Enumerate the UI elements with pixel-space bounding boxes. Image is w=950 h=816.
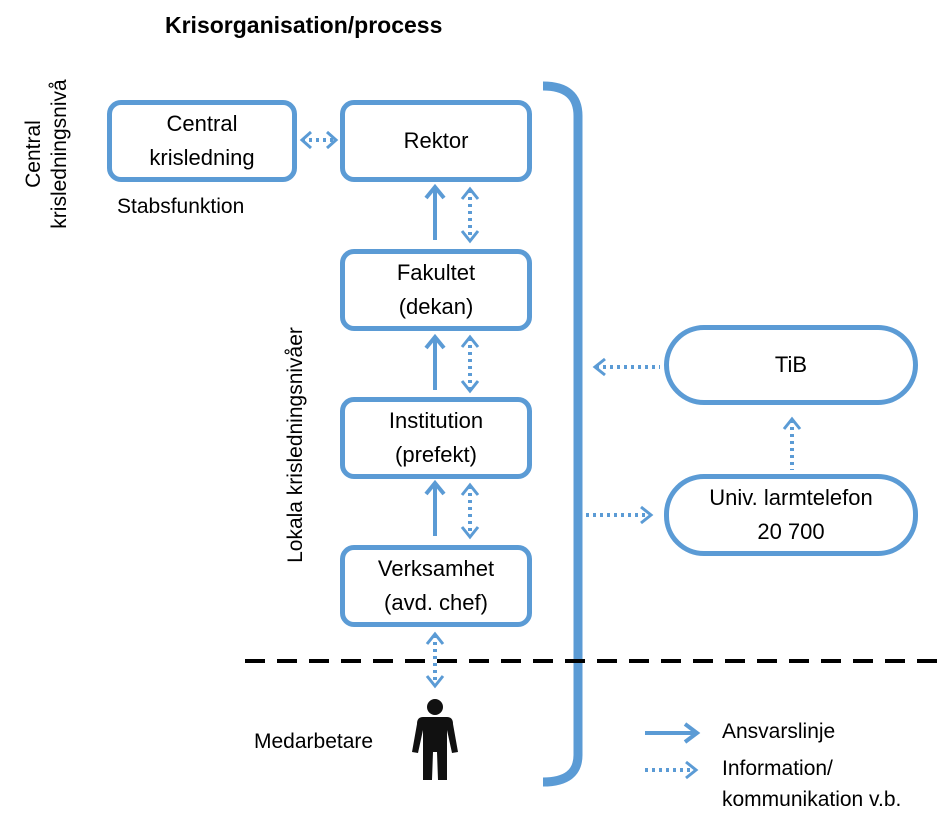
rektor-box: Rektor	[340, 100, 532, 182]
larm-info-arrow	[586, 505, 654, 525]
larmtelefon-line1: Univ. larmtelefon	[709, 485, 873, 510]
verksamhet-box: Verksamhet (avd. chef)	[340, 545, 532, 627]
institution-line2: (prefekt)	[395, 442, 477, 467]
local-level-label: Lokala krisledningsnivåer	[284, 327, 307, 563]
responsibility-arrows	[424, 183, 446, 536]
fakultet-box: Fakultet (dekan)	[340, 249, 532, 331]
central-level-line2: krisledningsnivå	[48, 79, 71, 229]
fakultet-line1: Fakultet	[396, 260, 476, 285]
verksamhet-line2: (avd. chef)	[384, 590, 488, 615]
central-rektor-info-arrow	[299, 130, 339, 150]
central-crisis-line1: Central	[166, 111, 238, 136]
stabsfunktion-label: Stabsfunktion	[117, 195, 245, 218]
legend-solid-label: Ansvarslinje	[722, 720, 836, 743]
tib-label: TiB	[774, 352, 808, 377]
larmtelefon-line2: 20 700	[757, 519, 825, 544]
legend-solid-arrow	[645, 722, 701, 744]
central-crisis-line2: krisledning	[149, 145, 255, 170]
information-arrows	[425, 186, 480, 689]
institution-box: Institution (prefekt)	[340, 397, 532, 479]
central-level-label: Central krisledningsnivå	[21, 54, 73, 254]
legend-dotted-label-line2: kommunikation v.b.	[722, 788, 902, 811]
scope-bracket	[542, 81, 583, 787]
legend-dotted-label-line1: Information/	[722, 757, 833, 780]
larmtelefon-box: Univ. larmtelefon 20 700	[664, 474, 918, 556]
tib-info-arrow	[592, 357, 660, 377]
larm-to-tib-arrow	[782, 416, 802, 470]
tib-box: TiB	[664, 325, 918, 405]
institution-line1: Institution	[388, 408, 484, 433]
central-level-line1: Central	[22, 120, 45, 188]
page-title: Krisorganisation/process	[165, 12, 443, 38]
central-crisis-box: Central krisledning	[107, 100, 297, 182]
verksamhet-line1: Verksamhet	[377, 556, 495, 581]
person-icon	[412, 699, 458, 780]
legend-dotted-arrow	[645, 760, 699, 780]
fakultet-line2: (dekan)	[398, 294, 474, 319]
rektor-label: Rektor	[403, 128, 469, 153]
medarbetare-label: Medarbetare	[254, 730, 374, 753]
